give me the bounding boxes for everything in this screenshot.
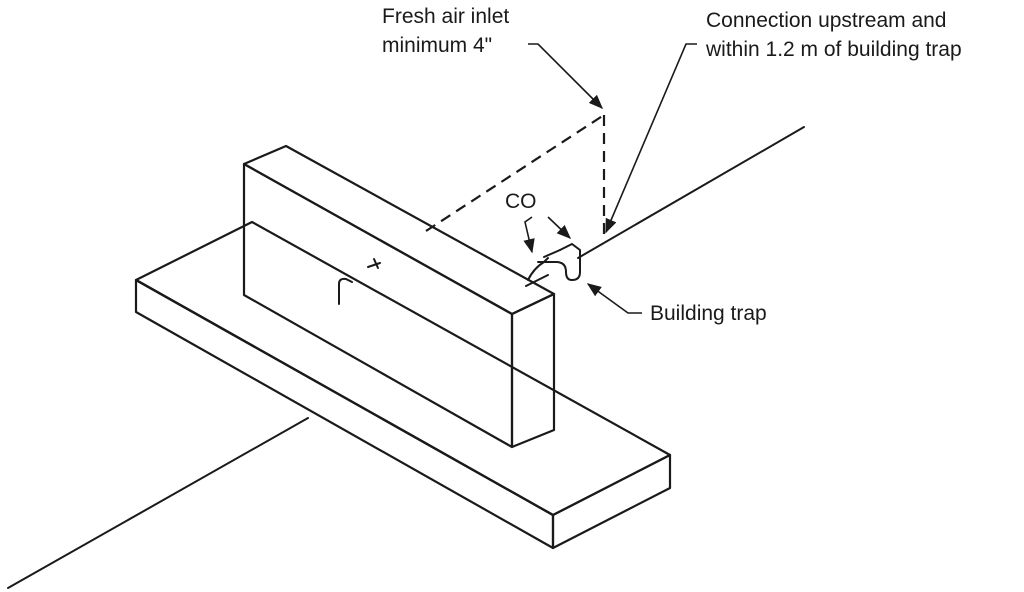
fresh-air-inlet-label-line2: minimum 4" bbox=[382, 34, 492, 57]
building-trap-assembly bbox=[527, 243, 581, 281]
building-sewer-front bbox=[7, 417, 309, 589]
fresh-air-inlet-label-line1: Fresh air inlet bbox=[382, 5, 509, 28]
foundation-wall bbox=[242, 144, 556, 449]
footing-slab bbox=[134, 220, 672, 550]
cleanout-label: CO bbox=[505, 190, 537, 213]
building-drain bbox=[525, 126, 805, 287]
fresh-air-inlet-pipe bbox=[425, 114, 606, 238]
connection-label-line2: within 1.2 m of building trap bbox=[705, 38, 962, 61]
leader-lines bbox=[523, 43, 697, 314]
connection-label-line1: Connection upstream and bbox=[706, 9, 947, 32]
building-trap-label: Building trap bbox=[650, 302, 767, 325]
